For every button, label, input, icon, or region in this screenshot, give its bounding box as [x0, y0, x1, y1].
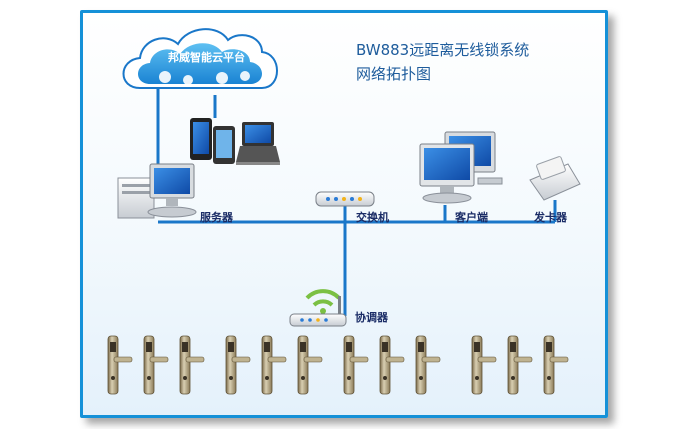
- server-icon: [117, 163, 197, 219]
- server-label: 服务器: [200, 211, 233, 224]
- mobile-devices-icon: [190, 118, 280, 165]
- door-lock-icon: [415, 335, 441, 395]
- door-lock-icon: [543, 335, 569, 395]
- door-locks: [107, 335, 569, 395]
- title-line2: 网络拓扑图: [356, 65, 432, 83]
- title-line1: BW883远距离无线锁系统: [356, 41, 530, 59]
- door-lock-icon: [143, 335, 169, 395]
- diagram-title: BW883远距离无线锁系统 网络拓扑图: [356, 38, 529, 86]
- network-lines: [156, 84, 557, 316]
- door-lock-icon: [261, 335, 287, 395]
- card-issuer-icon: [529, 156, 581, 201]
- cloud-platform-label: 邦威智能云平台: [168, 51, 245, 64]
- coordinator-icon: [289, 289, 347, 327]
- switch-icon: [315, 191, 375, 207]
- door-lock-icon: [179, 335, 205, 395]
- client-label: 客户端: [455, 211, 488, 224]
- door-lock-icon: [471, 335, 497, 395]
- door-lock-icon: [225, 335, 251, 395]
- switch-label: 交换机: [356, 211, 389, 224]
- door-lock-icon: [379, 335, 405, 395]
- coordinator-label: 协调器: [355, 311, 388, 324]
- door-lock-icon: [107, 335, 133, 395]
- cloud-icon: [122, 28, 278, 89]
- card-issuer-label: 发卡器: [534, 211, 567, 224]
- door-lock-icon: [297, 335, 323, 395]
- client-icon: [419, 131, 503, 204]
- door-lock-icon: [343, 335, 369, 395]
- door-lock-icon: [507, 335, 533, 395]
